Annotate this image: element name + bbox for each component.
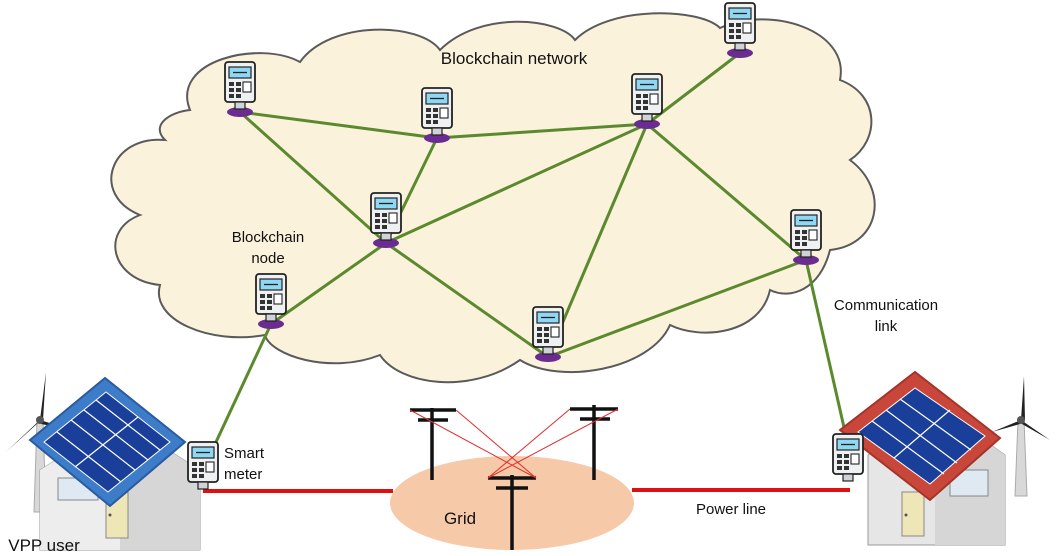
smart-meter-icon bbox=[724, 2, 756, 51]
wind-turbine-icon bbox=[992, 376, 1050, 497]
node-label-line1: Blockchain bbox=[232, 229, 305, 246]
smart-meter-icon bbox=[421, 87, 453, 136]
smart-meter-label-line2: meter bbox=[224, 466, 262, 483]
network-label: Blockchain network bbox=[441, 49, 588, 68]
smart-meter-icon bbox=[370, 192, 402, 241]
smart-meter-icon bbox=[832, 433, 864, 482]
comm-link-label-line2: link bbox=[875, 318, 898, 335]
utility-pole-icon bbox=[410, 405, 618, 550]
smart-meter-label-line1: Smart bbox=[224, 445, 265, 462]
vpp-user-house bbox=[6, 372, 219, 551]
remote-house bbox=[832, 370, 1050, 546]
smart-meter-icon bbox=[631, 73, 663, 122]
blockchain-cloud bbox=[110, 12, 876, 384]
vpp-user-label: VPP user bbox=[8, 536, 80, 555]
smart-meter-icon bbox=[790, 209, 822, 258]
smart-meter-icon bbox=[224, 61, 256, 110]
node-label-line2: node bbox=[251, 250, 284, 267]
house-door bbox=[901, 491, 925, 537]
smart-meter-icon bbox=[532, 306, 564, 355]
comm-link-label-line1: Communication bbox=[834, 297, 938, 314]
grid-wires bbox=[409, 408, 619, 479]
smart-meter-icon bbox=[255, 273, 287, 322]
power-line-label: Power line bbox=[696, 501, 766, 518]
grid-label: Grid bbox=[444, 509, 476, 528]
smart-meter-icon bbox=[187, 441, 219, 490]
